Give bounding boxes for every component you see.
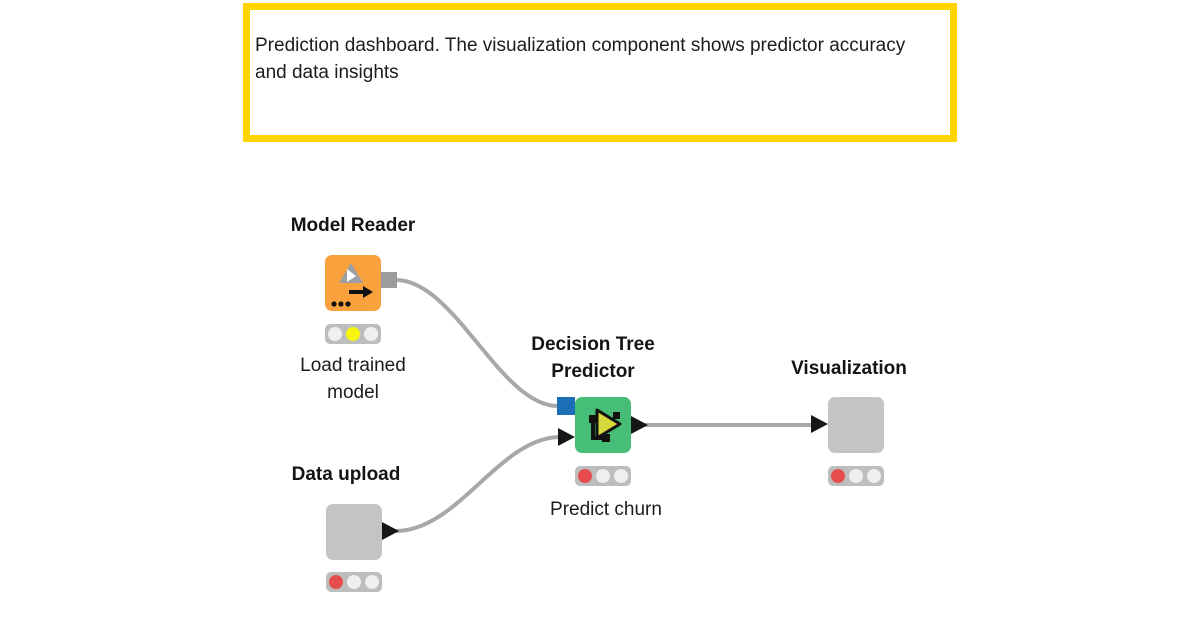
traffic-dot-yellow — [346, 327, 360, 341]
annotation-text: Prediction dashboard. The visualization … — [255, 35, 906, 83]
data-upload-output-port[interactable] — [382, 522, 399, 540]
traffic-dot-yellow — [849, 469, 863, 483]
traffic-dot-yellow — [596, 469, 610, 483]
traffic-dot-red — [328, 327, 342, 341]
traffic-dot-green — [614, 469, 628, 483]
traffic-dot-red — [329, 575, 343, 589]
connection-data-upload-to-predictor[interactable] — [394, 435, 562, 533]
node-decision-tree-predictor[interactable] — [575, 397, 631, 453]
node-visualization[interactable] — [828, 397, 884, 453]
connection-model-reader-to-predictor[interactable] — [394, 278, 560, 408]
traffic-dot-red — [831, 469, 845, 483]
traffic-dot-yellow — [347, 575, 361, 589]
node-title-data-upload: Data upload — [291, 464, 401, 485]
model-reader-icon — [331, 263, 373, 307]
node-model-reader[interactable] — [325, 255, 381, 311]
predictor-data-input-port[interactable] — [558, 428, 575, 446]
visualization-traffic-light — [828, 466, 884, 486]
node-label-predictor: Predict churn — [550, 499, 662, 520]
predictor-model-input-port[interactable] — [557, 397, 575, 415]
model-reader-output-port[interactable] — [381, 272, 397, 288]
node-title-model-reader: Model Reader — [290, 215, 416, 236]
node-label-model-reader: Load trained model — [300, 355, 406, 403]
node-title-visualization: Visualization — [791, 358, 907, 379]
model-reader-traffic-light — [325, 324, 381, 344]
traffic-dot-red — [578, 469, 592, 483]
data-upload-traffic-light — [326, 572, 382, 592]
predictor-traffic-light — [575, 466, 631, 486]
traffic-dot-green — [867, 469, 881, 483]
node-title-decision-tree-predictor: Decision Tree Predictor — [531, 334, 655, 382]
traffic-dot-green — [365, 575, 379, 589]
visualization-input-port[interactable] — [811, 415, 828, 433]
node-data-upload[interactable] — [326, 504, 382, 560]
workflow-annotation[interactable]: Prediction dashboard. The visualization … — [243, 3, 957, 142]
predictor-output-port[interactable] — [631, 416, 648, 434]
predictor-icon — [589, 408, 622, 442]
traffic-dot-green — [364, 327, 378, 341]
